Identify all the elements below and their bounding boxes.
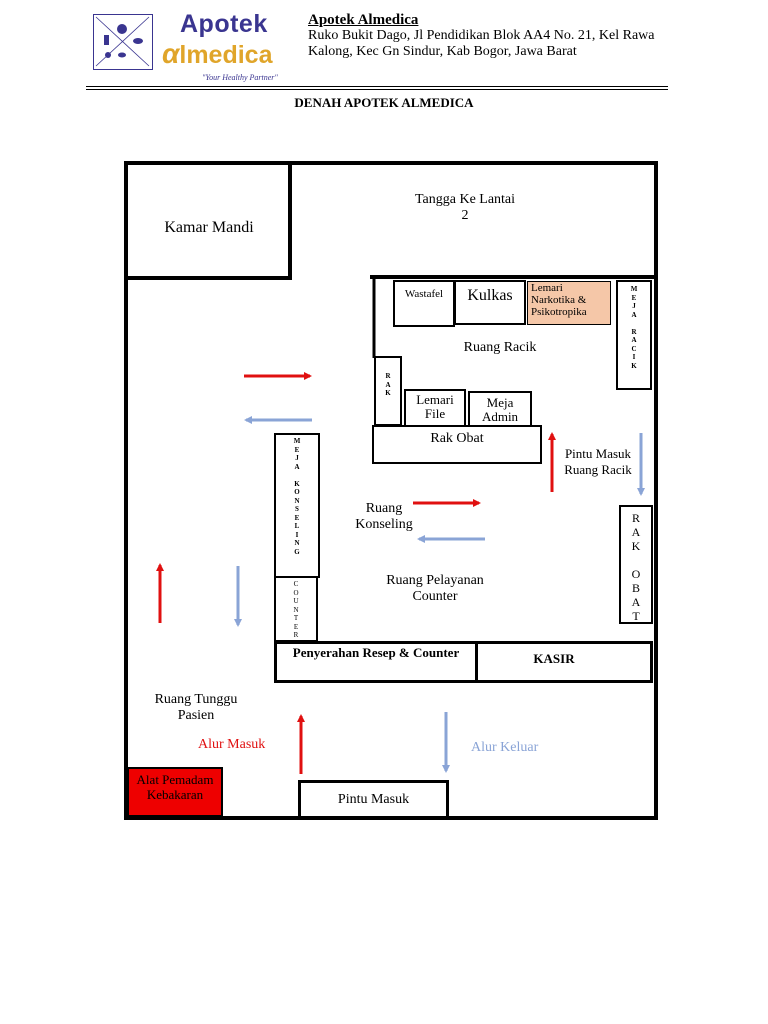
logo-apotek-text: Apotek <box>180 10 268 38</box>
counter-vertical-label: C O U N T E R <box>293 580 299 639</box>
room-ruang-konseling: Ruang Konseling <box>355 501 413 532</box>
rak-obat-vertical: R A K O B A T <box>619 505 653 624</box>
kulkas-label: Kulkas <box>467 287 513 304</box>
lemari-file-label: Lemari File <box>416 392 454 421</box>
header-divider-thin <box>86 89 668 90</box>
rak-obat: Rak Obat <box>372 425 542 464</box>
kasir-label: KASIR <box>533 651 575 666</box>
meja-racik: M E J A R A C I K <box>616 280 652 390</box>
room-kamar-mandi: Kamar Mandi <box>164 219 254 236</box>
logo-alpha: α <box>162 38 180 69</box>
rak-obat-vertical-label: R A K O B A T <box>631 511 641 623</box>
tagline: "Your Healthy Partner" <box>202 73 278 82</box>
lemari-narkotika-label: Lemari Narkotika & Psikotropika <box>531 282 587 318</box>
logo-icon <box>93 14 153 70</box>
room-ruang-racik: Ruang Racik <box>463 340 537 355</box>
alat-pemadam-label: Alat Pemadam Kebakaran <box>136 772 214 802</box>
pharmacy-address: Ruko Bukit Dago, Jl Pendidikan Blok AA4 … <box>308 28 655 59</box>
logo-almedica-text: αlmedica <box>162 38 272 70</box>
page-title: DENAH APOTEK ALMEDICA <box>294 95 474 110</box>
meja-admin-label: Meja Admin <box>481 395 519 424</box>
bathroom-wall <box>124 161 292 280</box>
rak-small-label: R A K <box>385 372 391 397</box>
logo-lmedica: lmedica <box>179 41 273 69</box>
pintu-masuk-label: Pintu Masuk <box>337 792 410 807</box>
alur-masuk-label: Alur Masuk <box>198 737 266 752</box>
rak-obat-label: Rak Obat <box>430 431 484 446</box>
kulkas: Kulkas <box>454 280 526 325</box>
meja-racik-label: M E J A R A C I K <box>630 285 638 370</box>
room-ruang-pelayanan: Ruang Pelayanan Counter <box>386 573 484 604</box>
wastafel-label: Wastafel <box>404 288 444 300</box>
meja-konseling-label: M E J A K O N S E L I N G <box>293 437 301 556</box>
meja-konseling: M E J A K O N S E L I N G <box>274 433 320 578</box>
room-ruang-tunggu: Ruang Tunggu Pasien <box>154 692 238 723</box>
alat-pemadam-kebakaran: Alat Pemadam Kebakaran <box>127 767 223 817</box>
pintu-masuk-racik: Pintu Masuk Ruang Racik <box>564 446 632 477</box>
kasir: KASIR <box>475 641 653 683</box>
lemari-narkotika: Lemari Narkotika & Psikotropika <box>527 281 611 325</box>
penyerahan-resep-label: Penyerahan Resep & Counter <box>292 645 460 660</box>
alur-keluar-label: Alur Keluar <box>471 740 539 755</box>
header-divider <box>86 86 668 87</box>
pharmacy-name: Apotek Almedica <box>308 12 419 28</box>
pintu-masuk: Pintu Masuk <box>298 780 449 820</box>
room-tangga: Tangga Ke Lantai 2 <box>414 192 516 223</box>
